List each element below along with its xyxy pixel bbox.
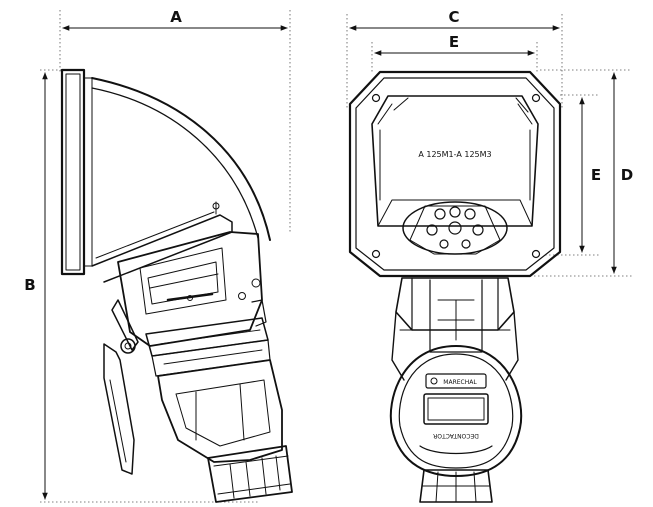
dimension-e-vertical-label: E	[591, 166, 601, 184]
dimension-lines	[40, 10, 632, 503]
side-view	[60, 68, 293, 503]
decontactor-label: DECONTACTOR	[433, 432, 479, 439]
model-label: A 125M1-A 125M3	[418, 150, 491, 159]
brand-badge: MARECHAL	[443, 379, 477, 386]
dimension-e-horizontal-label: E	[449, 33, 459, 51]
front-view: A 125M1-A 125M3 MARECHAL	[348, 70, 562, 503]
dimension-d-label: D	[621, 166, 633, 184]
dimension-b-label: B	[24, 276, 35, 294]
dimension-c-label: C	[448, 8, 459, 26]
dimension-a-label: A	[170, 8, 182, 26]
